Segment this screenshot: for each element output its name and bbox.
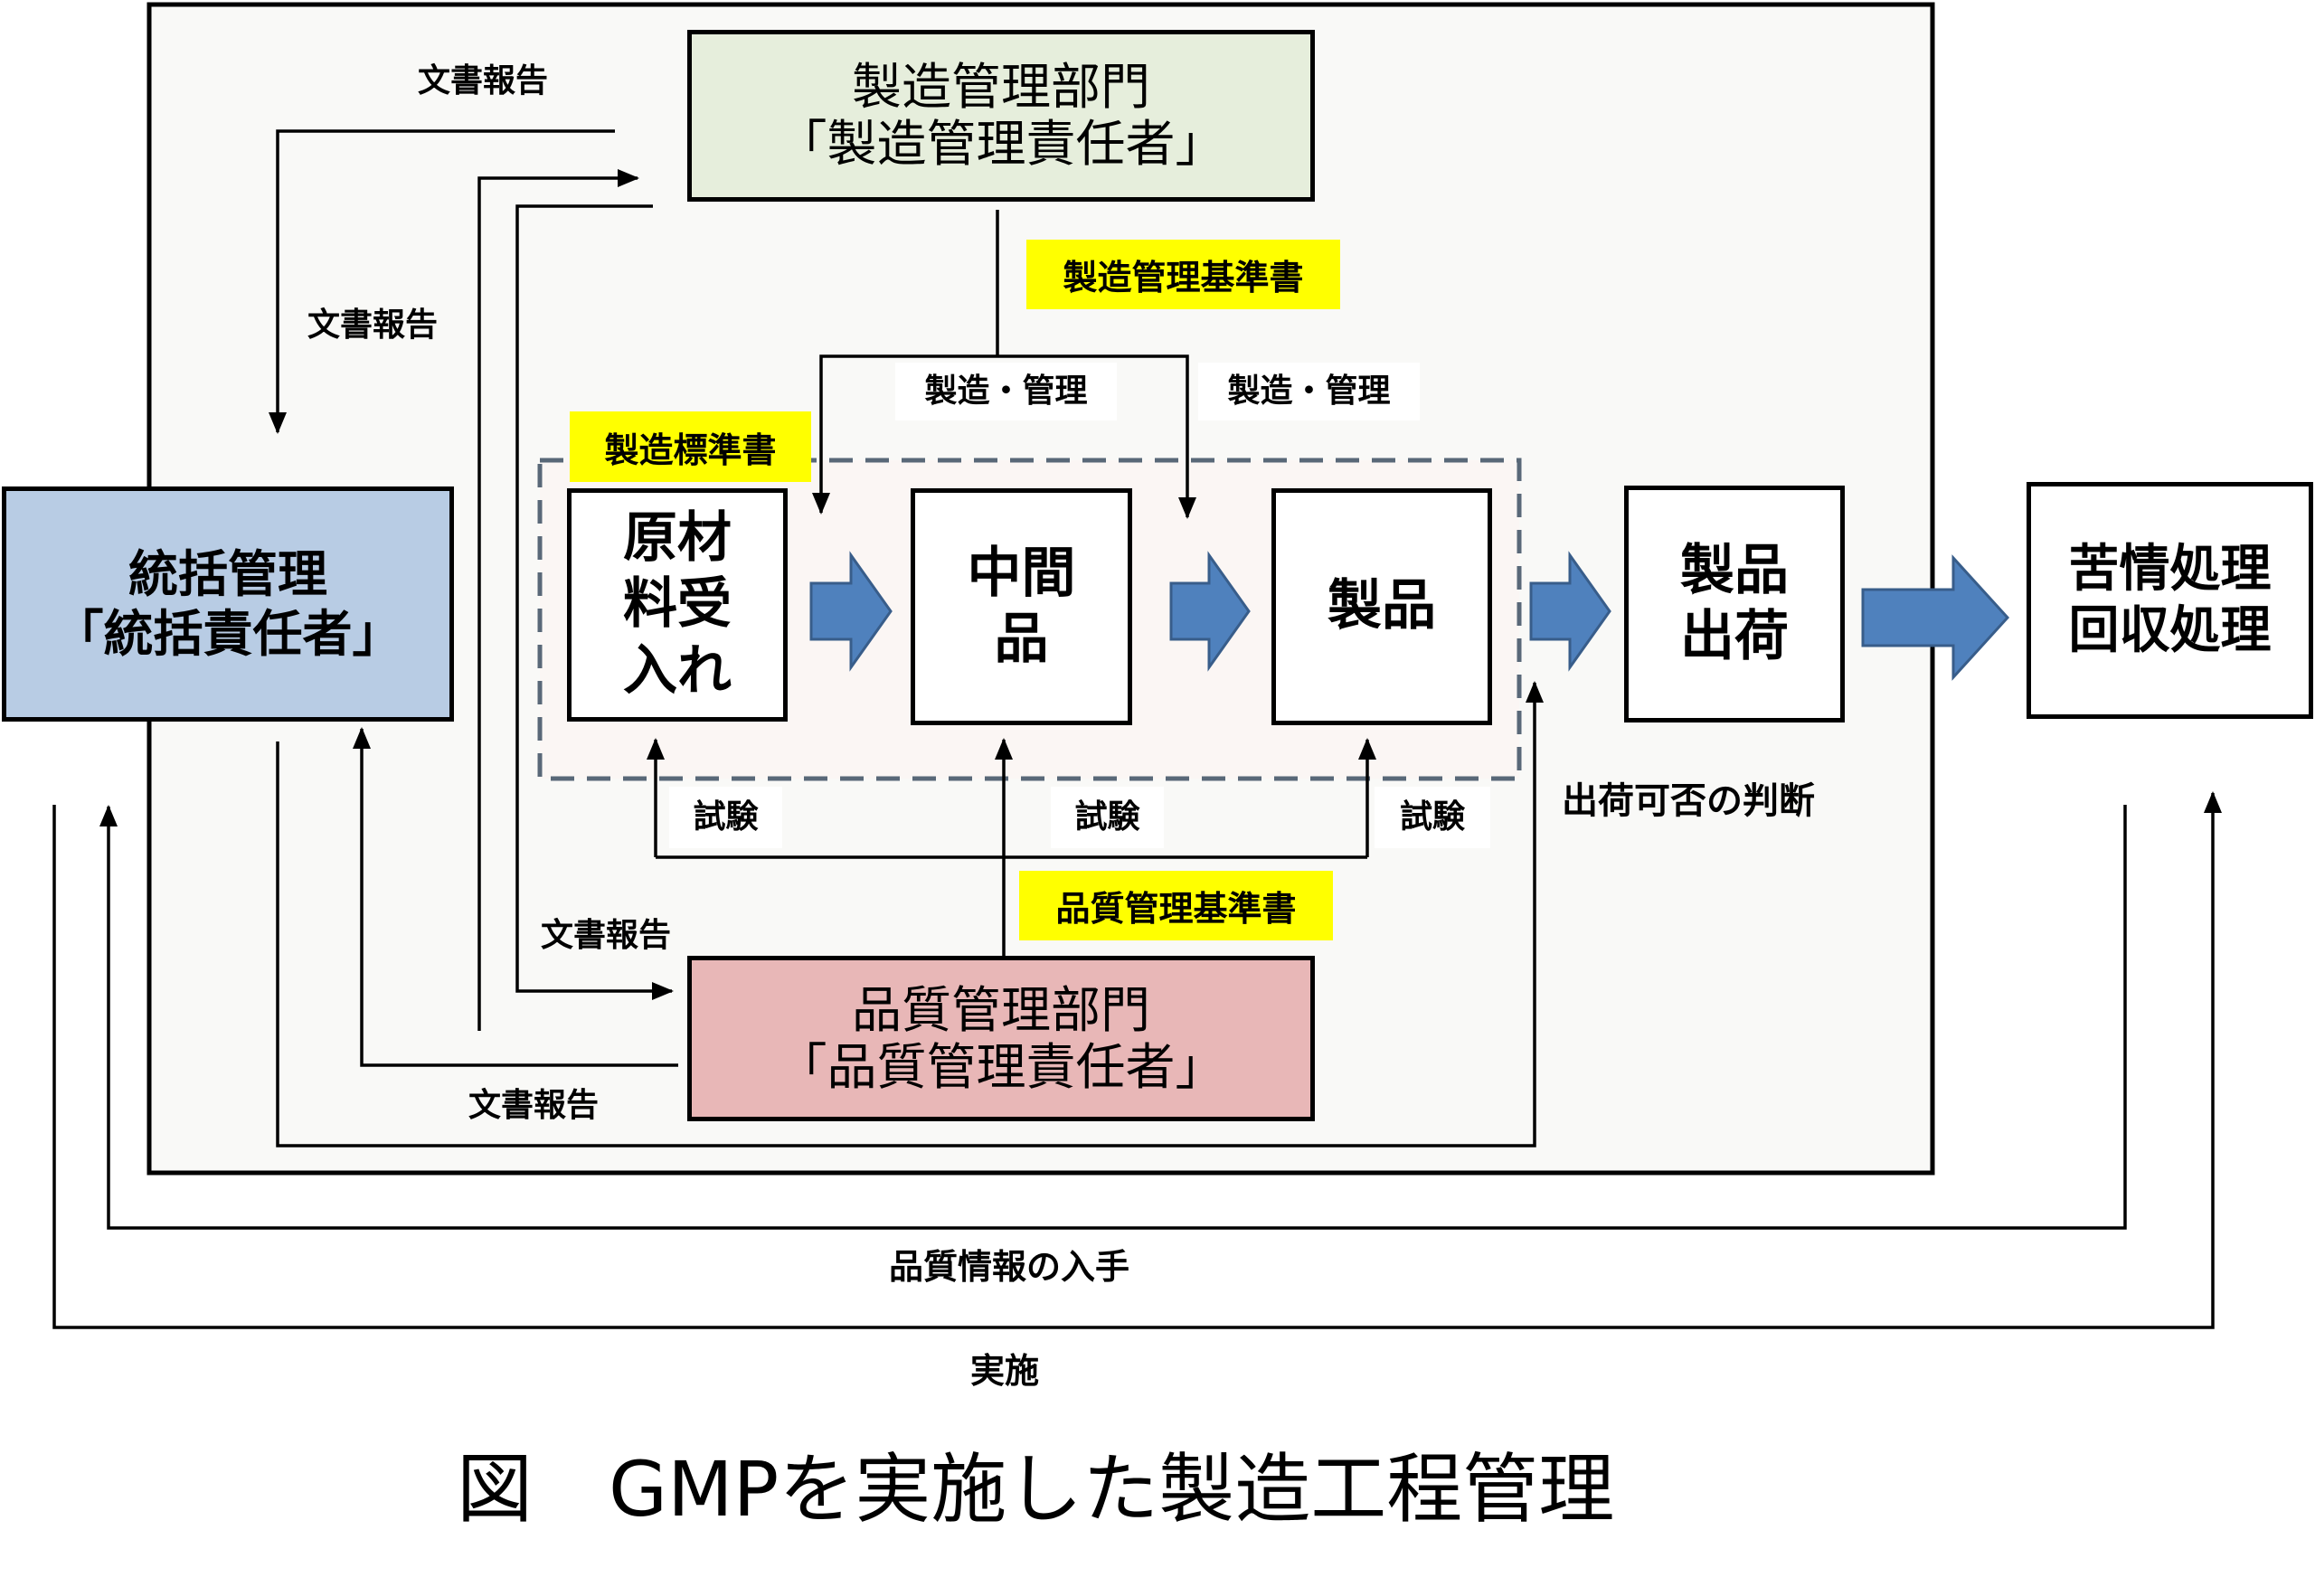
product-box: 製品 bbox=[1271, 488, 1492, 725]
report-arrow-general-to-shipment bbox=[276, 681, 1544, 1147]
general-management-box: 統括管理 「統括責任者」 bbox=[2, 486, 454, 722]
flow-arrow-raw-to-intermediate bbox=[809, 551, 893, 672]
quality-department-name: 品質管理部門 bbox=[851, 980, 1150, 1039]
quality-control-standard-label: 品質管理基準書 bbox=[1019, 871, 1333, 940]
quality-info-loop bbox=[99, 805, 2127, 1230]
complaint-line-2: 回収処理 bbox=[2068, 601, 2272, 660]
report-arrow-general-to-mfg bbox=[477, 169, 639, 1031]
figure-caption: 図 GMPを実施した製造工程管理 bbox=[457, 1445, 1615, 1534]
report-arrow-mfg-to-general bbox=[269, 129, 615, 434]
report-arrow-mfg-to-quality bbox=[515, 204, 674, 1000]
quality-department-box: 品質管理部門 「品質管理責任者」 bbox=[687, 956, 1315, 1121]
test-label-intermediate: 試験 bbox=[1051, 787, 1164, 848]
flow-arrow-product-to-shipment bbox=[1529, 551, 1611, 672]
product-line-1: 製品 bbox=[1328, 574, 1436, 638]
shipment-line-1: 製品 bbox=[1680, 538, 1789, 602]
manufacturing-department-role: 「製造管理責任者」 bbox=[777, 115, 1225, 173]
flow-arrow-shipment-to-complaint bbox=[1861, 554, 2010, 681]
general-management-name: 統括管理 bbox=[128, 545, 327, 603]
shipment-judgement-label: 出荷可否の判断 bbox=[1562, 780, 1815, 822]
product-shipment-box: 製品 出荷 bbox=[1624, 486, 1845, 722]
mfg-control-branch-raw bbox=[812, 354, 997, 515]
test-label-product: 試験 bbox=[1375, 787, 1490, 848]
raw-material-line-1: 原材 bbox=[623, 506, 732, 571]
implementation-loop bbox=[52, 791, 2222, 1329]
raw-material-receiving-box: 原材 料受 入れ bbox=[567, 488, 788, 722]
intermediate-line-1: 中間 bbox=[967, 541, 1076, 605]
manufacturing-department-name: 製造管理部門 bbox=[851, 58, 1150, 117]
doc-report-label-2: 文書報告 bbox=[307, 307, 439, 344]
report-arrow-quality-to-general bbox=[353, 727, 678, 1067]
test-label-raw: 試験 bbox=[669, 787, 782, 848]
flow-arrow-intermediate-to-product bbox=[1169, 551, 1251, 672]
mfg-control-branch-intermediate bbox=[997, 354, 1196, 519]
general-management-role: 「統括責任者」 bbox=[53, 605, 402, 663]
mfg-mgmt-label-2: 製造・管理 bbox=[1198, 363, 1420, 420]
mfg-control-standard-label: 製造管理基準書 bbox=[1026, 240, 1340, 309]
complaint-recall-box: 苦情処理 回収処理 bbox=[2027, 482, 2313, 719]
doc-report-label-4: 文書報告 bbox=[468, 1087, 600, 1124]
mfg-mgmt-label-1: 製造・管理 bbox=[895, 363, 1117, 420]
doc-report-label-1: 文書報告 bbox=[418, 62, 549, 99]
quality-info-label: 品質情報の入手 bbox=[889, 1247, 1130, 1287]
manufacturing-department-box: 製造管理部門 「製造管理責任者」 bbox=[687, 30, 1315, 202]
doc-report-label-3: 文書報告 bbox=[541, 917, 672, 954]
quality-department-role: 「品質管理責任者」 bbox=[777, 1037, 1225, 1096]
shipment-line-2: 出荷 bbox=[1680, 605, 1789, 668]
intermediate-line-2: 品 bbox=[994, 608, 1049, 671]
raw-material-line-2: 料受 bbox=[623, 572, 732, 637]
mfg-standard-label: 製造標準書 bbox=[570, 411, 811, 482]
raw-material-line-3: 入れ bbox=[623, 638, 732, 703]
intermediate-product-box: 中間 品 bbox=[911, 488, 1132, 725]
complaint-line-1: 苦情処理 bbox=[2068, 539, 2272, 599]
implementation-label: 実施 bbox=[970, 1351, 1040, 1391]
